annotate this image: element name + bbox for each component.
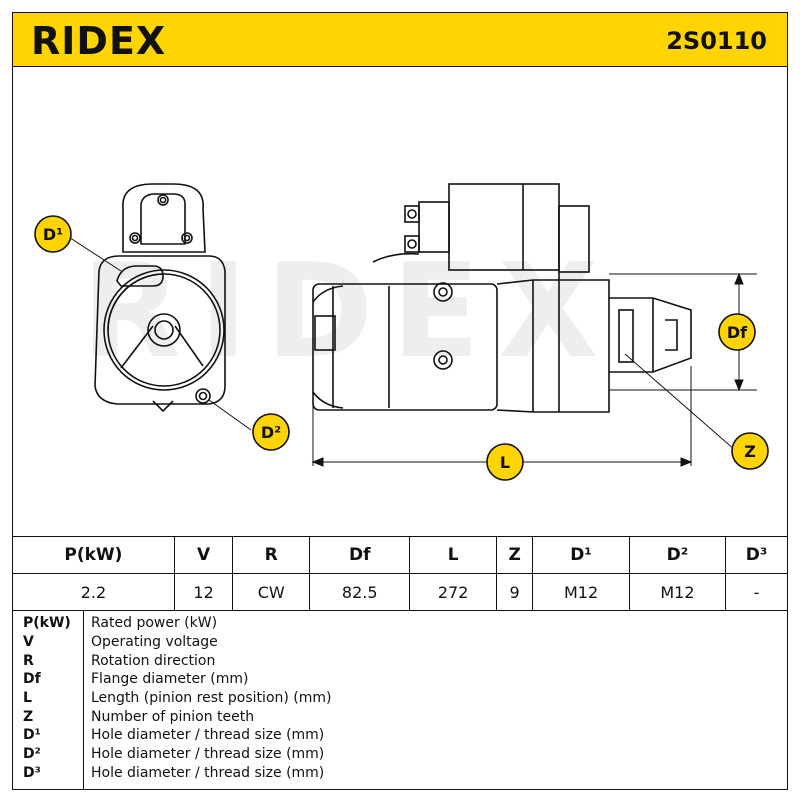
callout-d2-label: D² [261, 423, 281, 442]
spec-value: 9 [495, 573, 534, 611]
callout-df: Df [718, 313, 756, 351]
legend-desc: Rated power (kW) [91, 615, 218, 631]
legend-desc: Hole diameter / thread size (mm) [91, 727, 325, 743]
front-view-starter [94, 183, 226, 413]
spec-table: P(kW) V R Df L Z D¹ D² D³ 2.2 12 CW 82.5… [12, 536, 788, 611]
callout-d2: D² [252, 413, 290, 451]
callout-z-label: Z [744, 442, 756, 461]
side-view-starter [312, 183, 692, 413]
part-number: 2S0110 [666, 27, 767, 55]
callout-df-label: Df [727, 323, 748, 342]
legend-box: P(kW) Rated power (kW) V Operating volta… [12, 610, 788, 790]
callout-d1-label: D¹ [43, 225, 63, 244]
legend-desc: Rotation direction [91, 653, 216, 669]
spec-header: R [232, 536, 311, 574]
spec-header: D¹ [532, 536, 630, 574]
legend-key: V [23, 634, 34, 650]
legend-divider [13, 611, 84, 789]
spec-value: - [725, 573, 788, 611]
spec-header: Z [495, 536, 534, 574]
spec-header: D² [628, 536, 727, 574]
callout-l-label: L [500, 453, 510, 472]
spec-header: V [173, 536, 234, 574]
callout-z: Z [731, 432, 769, 470]
legend-desc: Hole diameter / thread size (mm) [91, 746, 325, 762]
legend-key: R [23, 653, 34, 669]
callout-d1: D¹ [34, 215, 72, 253]
spec-header: P(kW) [12, 536, 175, 574]
callout-l: L [486, 443, 524, 481]
watermark: RIDEX [81, 235, 616, 387]
legend-key: Df [23, 671, 41, 687]
legend-desc: Hole diameter / thread size (mm) [91, 765, 325, 781]
starter-motor-drawing: RIDEX [34, 183, 769, 481]
legend-key: D¹ [23, 727, 41, 743]
legend-desc: Operating voltage [91, 634, 218, 650]
spec-value: M12 [628, 573, 727, 611]
spec-value: M12 [532, 573, 630, 611]
spec-header: L [409, 536, 497, 574]
legend-key: D² [23, 746, 41, 762]
legend-key: P(kW) [23, 615, 71, 631]
spec-value-row: 2.2 12 CW 82.5 272 9 M12 M12 - [12, 573, 788, 611]
spec-value: 272 [409, 573, 497, 611]
spec-header: D³ [725, 536, 788, 574]
spec-value: 82.5 [309, 573, 411, 611]
spec-value: 12 [173, 573, 234, 611]
spec-value: CW [232, 573, 311, 611]
legend-desc: Length (pinion rest position) (mm) [91, 690, 332, 706]
legend-key: D³ [23, 765, 41, 781]
legend-key: L [23, 690, 32, 706]
spec-value: 2.2 [12, 573, 175, 611]
spec-header-row: P(kW) V R Df L Z D¹ D² D³ [12, 536, 788, 574]
legend-desc: Number of pinion teeth [91, 709, 255, 725]
technical-drawing: RIDEX [12, 66, 788, 536]
spec-header: Df [309, 536, 411, 574]
legend-desc: Flange diameter (mm) [91, 671, 249, 687]
legend-key: Z [23, 709, 34, 725]
header-bar: RIDEX 2S0110 [12, 12, 788, 67]
brand-logo: RIDEX [31, 19, 167, 63]
